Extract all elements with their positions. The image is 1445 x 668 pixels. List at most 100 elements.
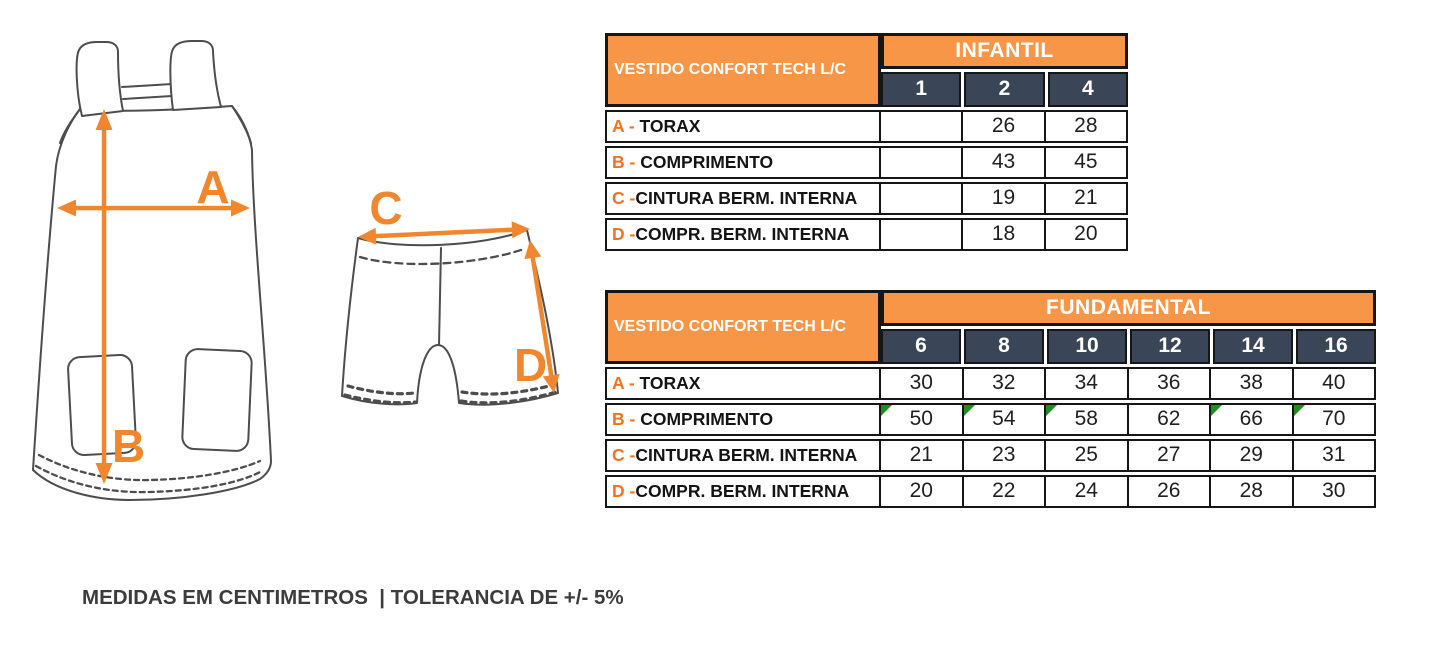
size-header-cell: 6 <box>881 329 961 364</box>
size-value-cell: 50 <box>881 403 964 436</box>
measurement-row: D -COMPR. BERM. INTERNA 20 22 24 26 28 3… <box>605 475 1376 508</box>
size-header-cell: 1 <box>881 72 962 107</box>
measurement-label: C -CINTURA BERM. INTERNA <box>605 182 881 215</box>
size-value-cell: 70 <box>1293 403 1376 436</box>
measurement-name: CINTURA BERM. INTERNA <box>635 445 858 465</box>
measurement-row: A - TORAX 30 32 34 36 38 40 <box>605 367 1376 400</box>
size-value-cell: 38 <box>1211 367 1294 400</box>
size-value-cell: 29 <box>1211 439 1294 472</box>
size-value-cell: 30 <box>881 367 964 400</box>
size-header-cell: 4 <box>1047 72 1128 107</box>
arrow-b <box>95 109 113 484</box>
size-value-cell: 20 <box>1045 218 1128 251</box>
size-value-cell: 28 <box>1045 110 1128 143</box>
measurement-row: D -COMPR. BERM. INTERNA 18 20 <box>605 218 1128 251</box>
measurement-letter: C - <box>612 188 636 208</box>
comment-flag-icon <box>1211 405 1222 416</box>
size-value-cell: 54 <box>963 403 1046 436</box>
measurement-label: B - COMPRIMENTO <box>605 403 881 436</box>
size-value-cell: 26 <box>963 110 1046 143</box>
size-header-cell: 12 <box>1130 329 1210 364</box>
arrow-d <box>524 240 560 393</box>
measurement-letter: D - <box>612 224 636 244</box>
measurement-row: B - COMPRIMENTO 43 45 <box>605 146 1128 179</box>
size-value-cell <box>881 110 964 143</box>
size-value-cell: 36 <box>1128 367 1211 400</box>
size-value-cell: 25 <box>1046 439 1129 472</box>
size-value-cell: 32 <box>963 367 1046 400</box>
arrow-label-c: C <box>369 182 402 234</box>
size-value-cell: 19 <box>963 182 1046 215</box>
size-header-cell: 16 <box>1296 329 1376 364</box>
size-value-cell: 31 <box>1293 439 1376 472</box>
arrow-a <box>57 199 250 217</box>
size-header-cell: 2 <box>964 72 1045 107</box>
measurement-label: D -COMPR. BERM. INTERNA <box>605 475 881 508</box>
size-value-cell: 45 <box>1045 146 1128 179</box>
size-value-cell: 62 <box>1128 403 1211 436</box>
dress-diagram <box>32 40 272 501</box>
measurement-letter: C - <box>612 445 636 465</box>
size-value-cell: 21 <box>881 439 964 472</box>
measurement-row: C -CINTURA BERM. INTERNA 19 21 <box>605 182 1128 215</box>
size-value-cell: 40 <box>1293 367 1376 400</box>
measurement-label: B - COMPRIMENTO <box>605 146 881 179</box>
size-value-cell: 34 <box>1046 367 1129 400</box>
size-value-cell: 24 <box>1046 475 1129 508</box>
measurement-arrows: A B C D <box>57 109 560 484</box>
measurement-letter: A - <box>612 116 640 136</box>
size-value-cell: 18 <box>963 218 1046 251</box>
size-group-header: INFANTIL <box>881 33 1128 69</box>
arrow-c <box>358 221 530 245</box>
arrow-label-d: D <box>514 339 547 391</box>
measurement-letter: D - <box>612 481 636 501</box>
size-table-fundamental: VESTIDO CONFORT TECH L/C FUNDAMENTAL 6 8… <box>605 290 1376 508</box>
measurement-letter: B - <box>612 152 641 172</box>
measurement-label: A - TORAX <box>605 367 881 400</box>
measurement-letter: A - <box>612 373 640 393</box>
measurement-name: COMPRIMENTO <box>640 152 774 172</box>
measurement-name: TORAX <box>639 373 701 393</box>
size-value-cell: 22 <box>963 475 1046 508</box>
size-group-header: FUNDAMENTAL <box>881 290 1376 326</box>
size-value-cell <box>881 182 964 215</box>
table-title: VESTIDO CONFORT TECH L/C <box>605 290 881 364</box>
measurement-label: C -CINTURA BERM. INTERNA <box>605 439 881 472</box>
size-header-cell: 10 <box>1047 329 1127 364</box>
size-value-cell: 66 <box>1211 403 1294 436</box>
size-value-cell: 58 <box>1046 403 1129 436</box>
measurements-note: MEDIDAS EM CENTIMETROS | TOLERANCIA DE +… <box>82 586 624 609</box>
garment-diagrams: A B C D <box>32 40 560 501</box>
measurement-name: COMPR. BERM. INTERNA <box>635 224 850 244</box>
size-table-infantil: VESTIDO CONFORT TECH L/C INFANTIL 1 2 4 … <box>605 33 1128 251</box>
arrow-label-b: B <box>112 420 145 472</box>
size-value-cell: 26 <box>1128 475 1211 508</box>
measurement-label: D -COMPR. BERM. INTERNA <box>605 218 881 251</box>
size-header-cell: 14 <box>1213 329 1293 364</box>
comment-flag-icon <box>881 405 892 416</box>
measurement-label: A - TORAX <box>605 110 881 143</box>
size-value-cell <box>881 218 964 251</box>
size-value-cell: 21 <box>1045 182 1128 215</box>
size-value-cell: 27 <box>1128 439 1211 472</box>
measurement-letter: B - <box>612 409 641 429</box>
comment-flag-icon <box>1046 405 1057 416</box>
measurement-row: A - TORAX 26 28 <box>605 110 1128 143</box>
size-value-cell: 28 <box>1211 475 1294 508</box>
table-title: VESTIDO CONFORT TECH L/C <box>605 33 881 107</box>
measurement-name: TORAX <box>639 116 701 136</box>
comment-flag-icon <box>963 405 975 416</box>
size-header-cell: 8 <box>964 329 1044 364</box>
measurement-name: COMPR. BERM. INTERNA <box>635 481 850 501</box>
arrow-label-a: A <box>196 161 229 213</box>
measurement-name: COMPRIMENTO <box>640 409 774 429</box>
size-value-cell: 43 <box>963 146 1046 179</box>
size-value-cell: 30 <box>1293 475 1376 508</box>
measurement-row: B - COMPRIMENTO 50 54 58 62 66 70 <box>605 403 1376 436</box>
measurement-row: C -CINTURA BERM. INTERNA 21 23 25 27 29 … <box>605 439 1376 472</box>
comment-flag-icon <box>1293 405 1305 416</box>
size-value-cell: 23 <box>963 439 1046 472</box>
size-value-cell: 20 <box>881 475 964 508</box>
size-value-cell <box>881 146 964 179</box>
